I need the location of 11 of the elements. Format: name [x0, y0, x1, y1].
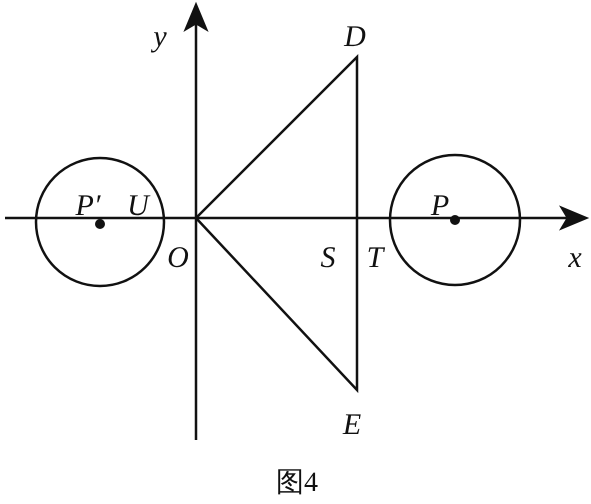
point-label: D [344, 22, 366, 52]
point-label: P′ [76, 191, 100, 221]
point-label: T [366, 243, 384, 273]
point-label: P [430, 191, 450, 221]
point-label: y [153, 22, 167, 52]
point-label: S [320, 243, 336, 273]
point-label: x [568, 243, 582, 273]
point-label: E [342, 410, 362, 440]
point-label: O [167, 243, 189, 273]
point-label: U [127, 191, 149, 221]
figure-caption: 图4 [276, 469, 318, 497]
